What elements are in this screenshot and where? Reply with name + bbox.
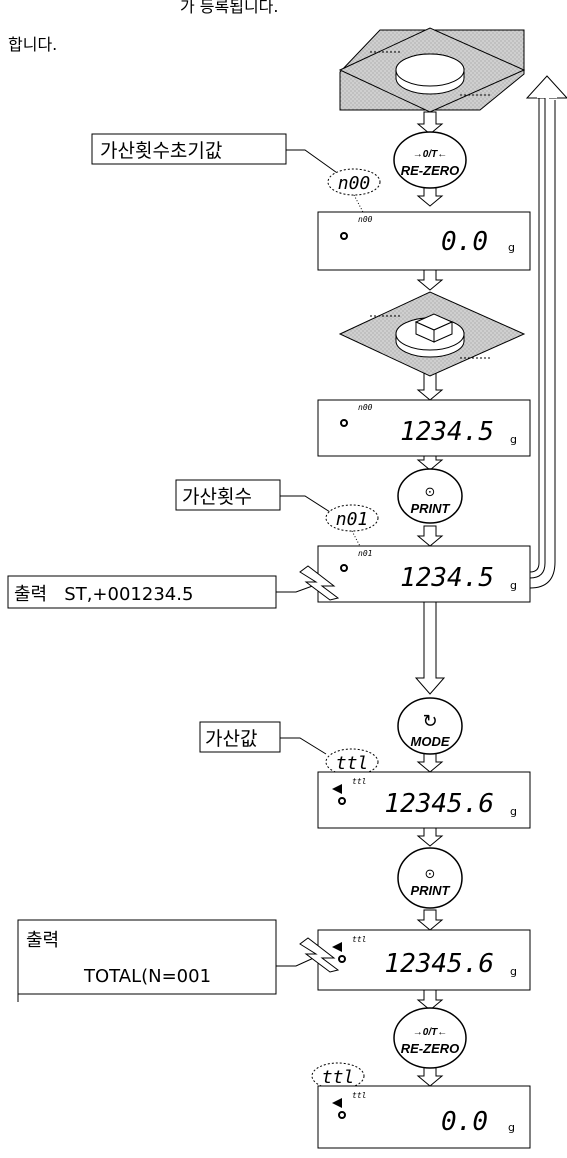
loaded-weighing-pan: [338, 291, 526, 377]
flow-arrows: [414, 111, 446, 1087]
n00-bubble: n00: [338, 173, 371, 194]
output-1-label: 출력 ST,+001234.5: [14, 584, 193, 605]
initial-count-callout: 가산횟수초기값 n00: [91, 133, 381, 215]
ttl-bubble: ttl: [336, 753, 369, 774]
display-6: ttl 0.0 g: [317, 1085, 531, 1149]
display-4-value: 12345.6: [384, 789, 494, 819]
initial-count-label: 가산횟수초기값: [100, 140, 222, 162]
print-symbol-icon-2: ⊙: [425, 867, 436, 882]
display-4: ttl 12345.6 g: [317, 771, 531, 829]
print-button-2[interactable]: ⊙ PRINT: [397, 847, 463, 909]
display-5: ttl 12345.6 g: [317, 929, 531, 991]
rezero-top-label: →0/T←: [413, 149, 447, 160]
empty-weighing-pan: [338, 27, 526, 113]
display-6-value: 0.0: [441, 1107, 488, 1137]
display-5-tag: ttl: [352, 935, 366, 944]
display-2-unit: g: [510, 433, 517, 446]
display-3: n01 1234.5 g: [317, 545, 531, 603]
display-2: n00 1234.5 g: [317, 399, 531, 457]
print-label: PRINT: [411, 501, 451, 516]
add-count-label: 가산횟수: [182, 486, 252, 508]
print-button[interactable]: ⊙ PRINT: [397, 468, 463, 524]
display-1-tag: n00: [358, 215, 373, 224]
ttl-bubble-2: ttl: [322, 1067, 355, 1088]
print-label-2: PRINT: [411, 883, 451, 898]
n01-bubble: n01: [336, 509, 369, 530]
output-signal-icon: [299, 565, 340, 601]
header-line1: 가 등록됩니다.: [180, 0, 279, 16]
add-value-label: 가산값: [205, 728, 257, 750]
return-loop-arrow: [529, 85, 557, 579]
display-2-value: 1234.5: [400, 417, 494, 447]
display-1-value: 0.0: [441, 227, 488, 257]
display-6-unit: g: [508, 1121, 515, 1134]
header-line2: 합니다.: [8, 35, 57, 54]
display-3-value: 1234.5: [400, 563, 494, 593]
display-1-unit: g: [508, 241, 515, 254]
display-5-value: 12345.6: [384, 949, 494, 979]
output-2-value: TOTAL(N=001: [83, 966, 211, 987]
rezero-button[interactable]: →0/T← RE-ZERO: [393, 131, 467, 189]
display-4-unit: g: [510, 805, 517, 818]
mode-button[interactable]: ↻ MODE: [397, 697, 463, 755]
rezero-button-2[interactable]: →0/T← RE-ZERO: [393, 1007, 467, 1069]
output-signal-icon-2: [299, 937, 340, 973]
add-value-callout: 가산값 ttl: [199, 721, 379, 793]
output-1-callout: 출력 ST,+001234.5: [7, 565, 340, 609]
add-count-callout: 가산횟수 n01: [175, 479, 379, 551]
ttl-bubble-2-group: ttl: [311, 1062, 365, 1105]
rezero-label: RE-ZERO: [401, 163, 460, 178]
display-2-tag: n00: [358, 403, 373, 412]
mode-label: MODE: [411, 734, 450, 749]
display-1: n00 0.0 g: [317, 211, 531, 271]
display-3-unit: g: [510, 579, 517, 592]
display-4-tag: ttl: [352, 777, 366, 786]
rezero-label-2: RE-ZERO: [401, 1041, 460, 1056]
display-3-tag: n01: [358, 549, 372, 558]
print-symbol-icon: ⊙: [425, 485, 436, 500]
display-6-tag: ttl: [352, 1091, 366, 1100]
display-5-unit: g: [510, 965, 517, 978]
mode-cycle-icon: ↻: [422, 711, 437, 732]
output-2-callout: 출력 TOTAL(N=001: [17, 919, 340, 1002]
output-2-title: 출력: [26, 930, 59, 951]
rezero-top-label-2: →0/T←: [413, 1027, 447, 1038]
